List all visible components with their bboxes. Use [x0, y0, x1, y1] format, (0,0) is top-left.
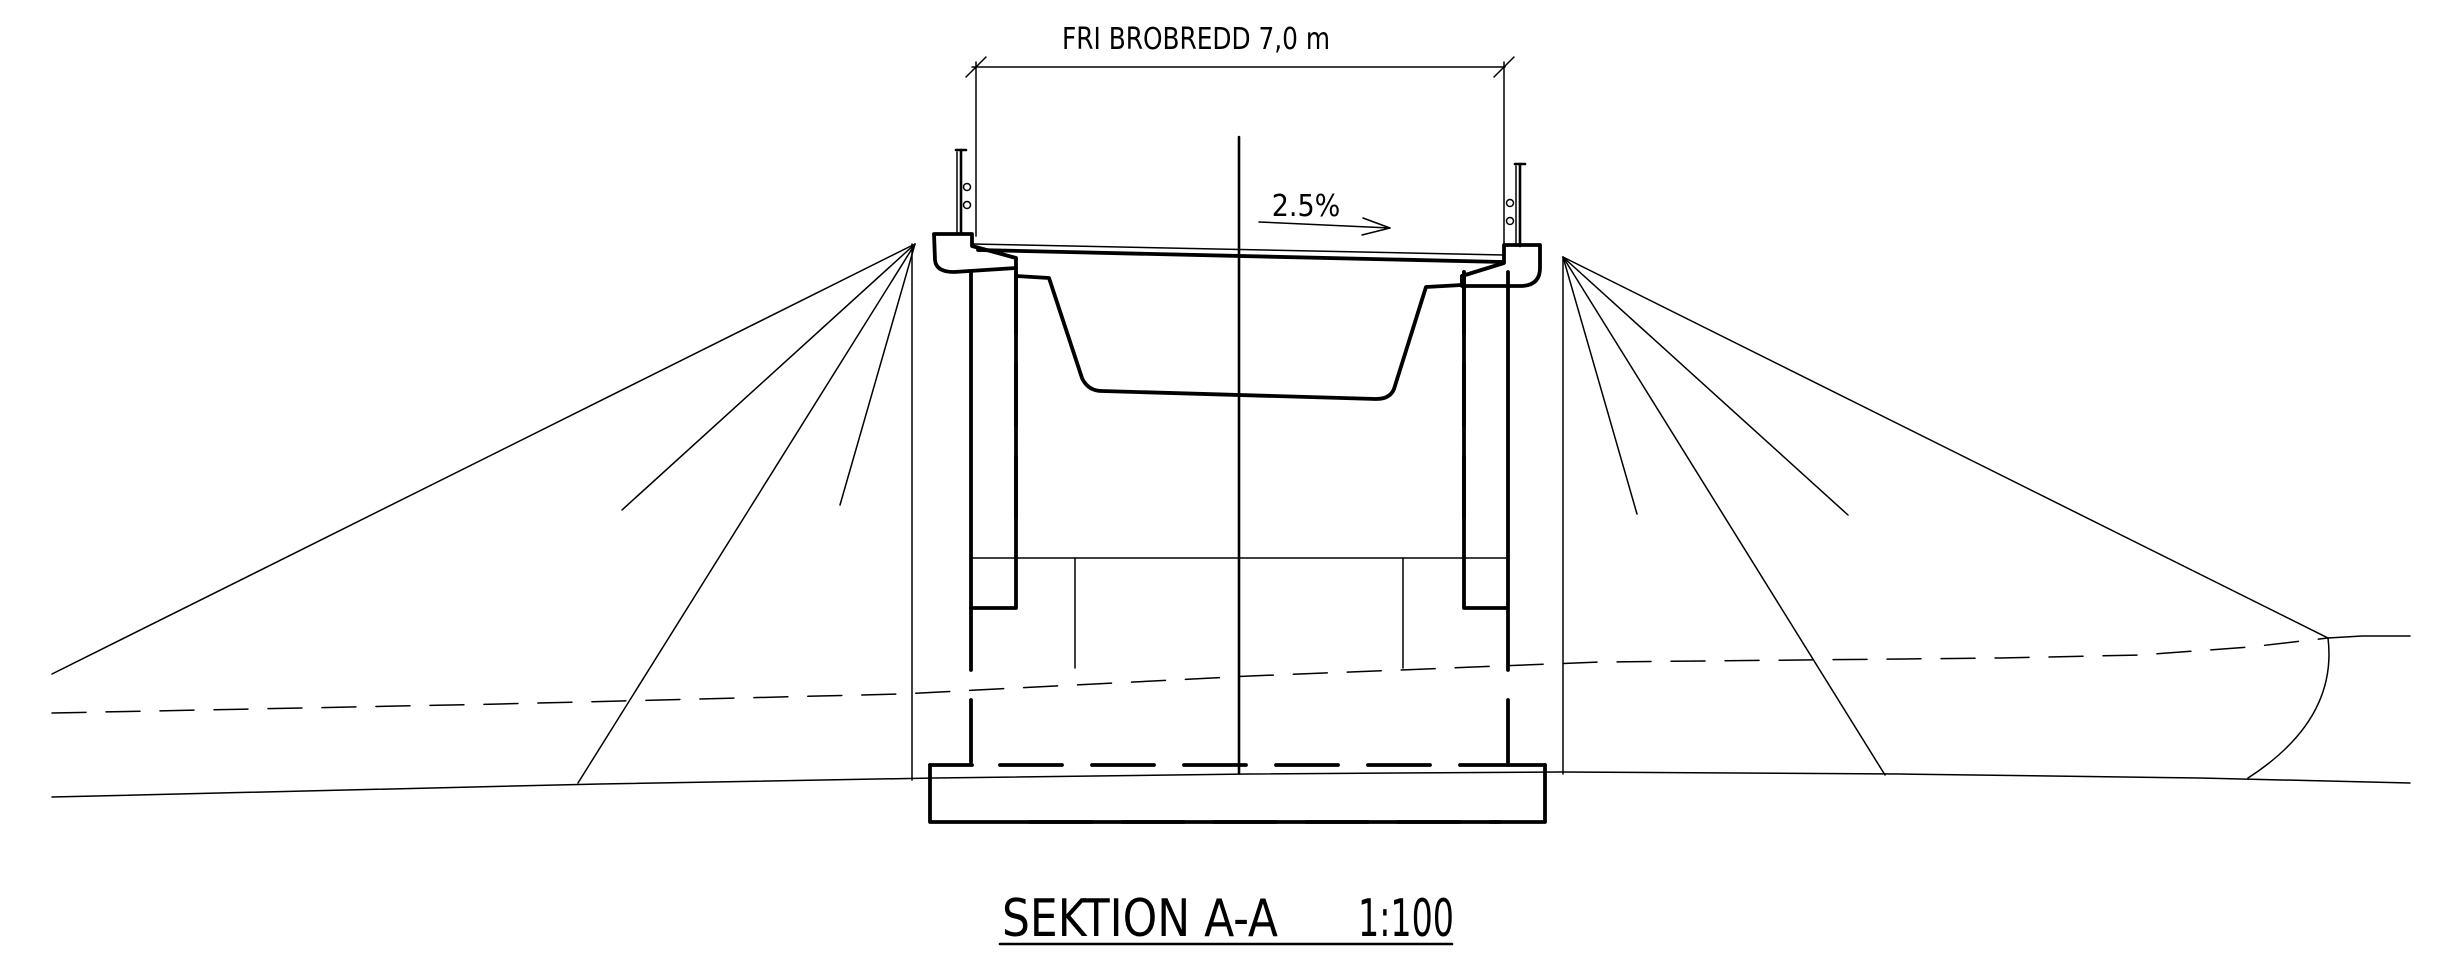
embankment-left [51, 243, 916, 784]
railing-right [1505, 162, 1527, 248]
embankment-right [1562, 256, 2411, 779]
cross-slope-annotation: 2.5% [1258, 189, 1391, 236]
ground-water-dashed-line [51, 637, 2329, 714]
existing-ground-line [51, 771, 2411, 798]
drawing-title: SEKTION A-A 1:100 [998, 889, 1454, 949]
abutment-left [969, 270, 1018, 767]
backwall-lines [970, 557, 1509, 669]
abutment-right [1462, 270, 1510, 767]
bridge-deck [932, 232, 1542, 401]
slope-label: 2.5% [1272, 189, 1341, 224]
foundation-slab [928, 763, 1547, 824]
dimension-label: FRI BROBREDD 7,0 m [1062, 22, 1330, 57]
section-title: SEKTION A-A [1002, 889, 1278, 949]
slope-arrow-icon [1361, 217, 1391, 236]
width-dimension: FRI BROBREDD 7,0 m [965, 22, 1515, 249]
railing-left [954, 148, 972, 236]
scale-label: 1:100 [1358, 889, 1454, 949]
